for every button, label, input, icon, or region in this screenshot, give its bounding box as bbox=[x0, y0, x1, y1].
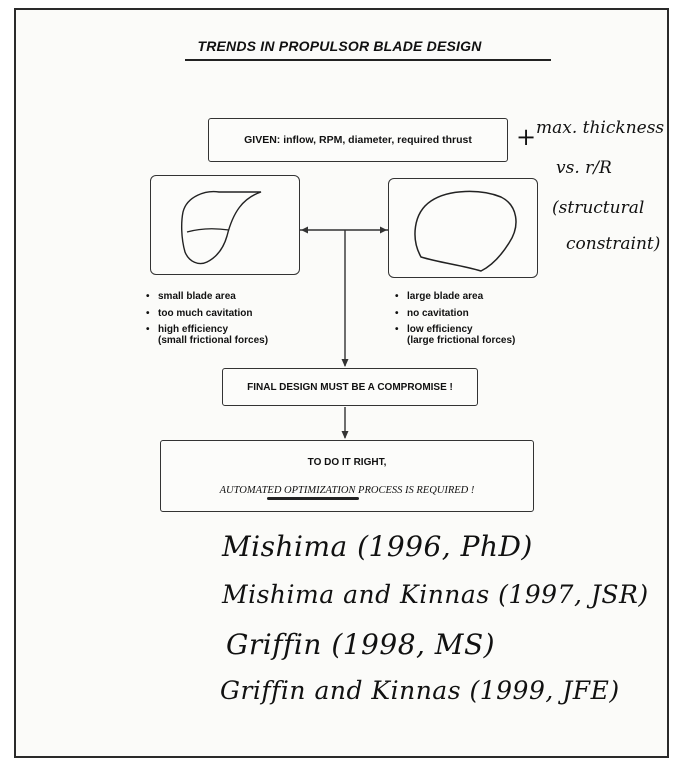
given-text: GIVEN: inflow, RPM, diameter, required t… bbox=[244, 134, 472, 146]
handwritten-note-line4: constraint) bbox=[566, 234, 661, 254]
optimization-box: TO DO IT RIGHT, AUTOMATED OPTIMIZATION P… bbox=[160, 440, 534, 512]
title-underline bbox=[185, 59, 551, 61]
handwritten-note-line1: max. thickness bbox=[536, 118, 665, 138]
bullet-item: no cavitation bbox=[395, 308, 515, 320]
bullet-item: high efficiency(small frictional forces) bbox=[146, 324, 268, 346]
reference-1: Mishima (1996, PhD) bbox=[222, 530, 533, 563]
final-design-box: FINAL DESIGN MUST BE A COMPROMISE ! bbox=[222, 368, 478, 406]
small-blade-box bbox=[150, 175, 300, 275]
bullet-item: too much cavitation bbox=[146, 308, 268, 320]
handwritten-note-line2: vs. r/R bbox=[556, 158, 612, 178]
small-blade-sketch bbox=[180, 190, 262, 265]
optimization-underline bbox=[267, 497, 359, 500]
large-blade-box bbox=[388, 178, 538, 278]
reference-3: Griffin (1998, MS) bbox=[226, 628, 496, 661]
do-it-right-text: TO DO IT RIGHT, bbox=[307, 457, 387, 468]
handwritten-plus: + bbox=[516, 123, 537, 151]
bullet-item: large blade area bbox=[395, 291, 515, 303]
small-blade-bullets: small blade area too much cavitation hig… bbox=[146, 291, 268, 352]
large-blade-sketch bbox=[414, 190, 517, 272]
bullet-item: low efficiency(large frictional forces) bbox=[395, 324, 515, 346]
optimization-required-text: AUTOMATED OPTIMIZATION PROCESS IS REQUIR… bbox=[219, 485, 475, 496]
reference-4: Griffin and Kinnas (1999, JFE) bbox=[220, 676, 620, 705]
final-design-text: FINAL DESIGN MUST BE A COMPROMISE ! bbox=[247, 381, 453, 393]
bullet-item: small blade area bbox=[146, 291, 268, 303]
large-blade-bullets: large blade area no cavitation low effic… bbox=[395, 291, 515, 352]
reference-2: Mishima and Kinnas (1997, JSR) bbox=[222, 580, 649, 609]
handwritten-note-line3: (structural bbox=[552, 198, 645, 218]
page-title: TRENDS IN PROPULSOR BLADE DESIGN bbox=[197, 38, 482, 54]
given-box: GIVEN: inflow, RPM, diameter, required t… bbox=[208, 118, 508, 162]
